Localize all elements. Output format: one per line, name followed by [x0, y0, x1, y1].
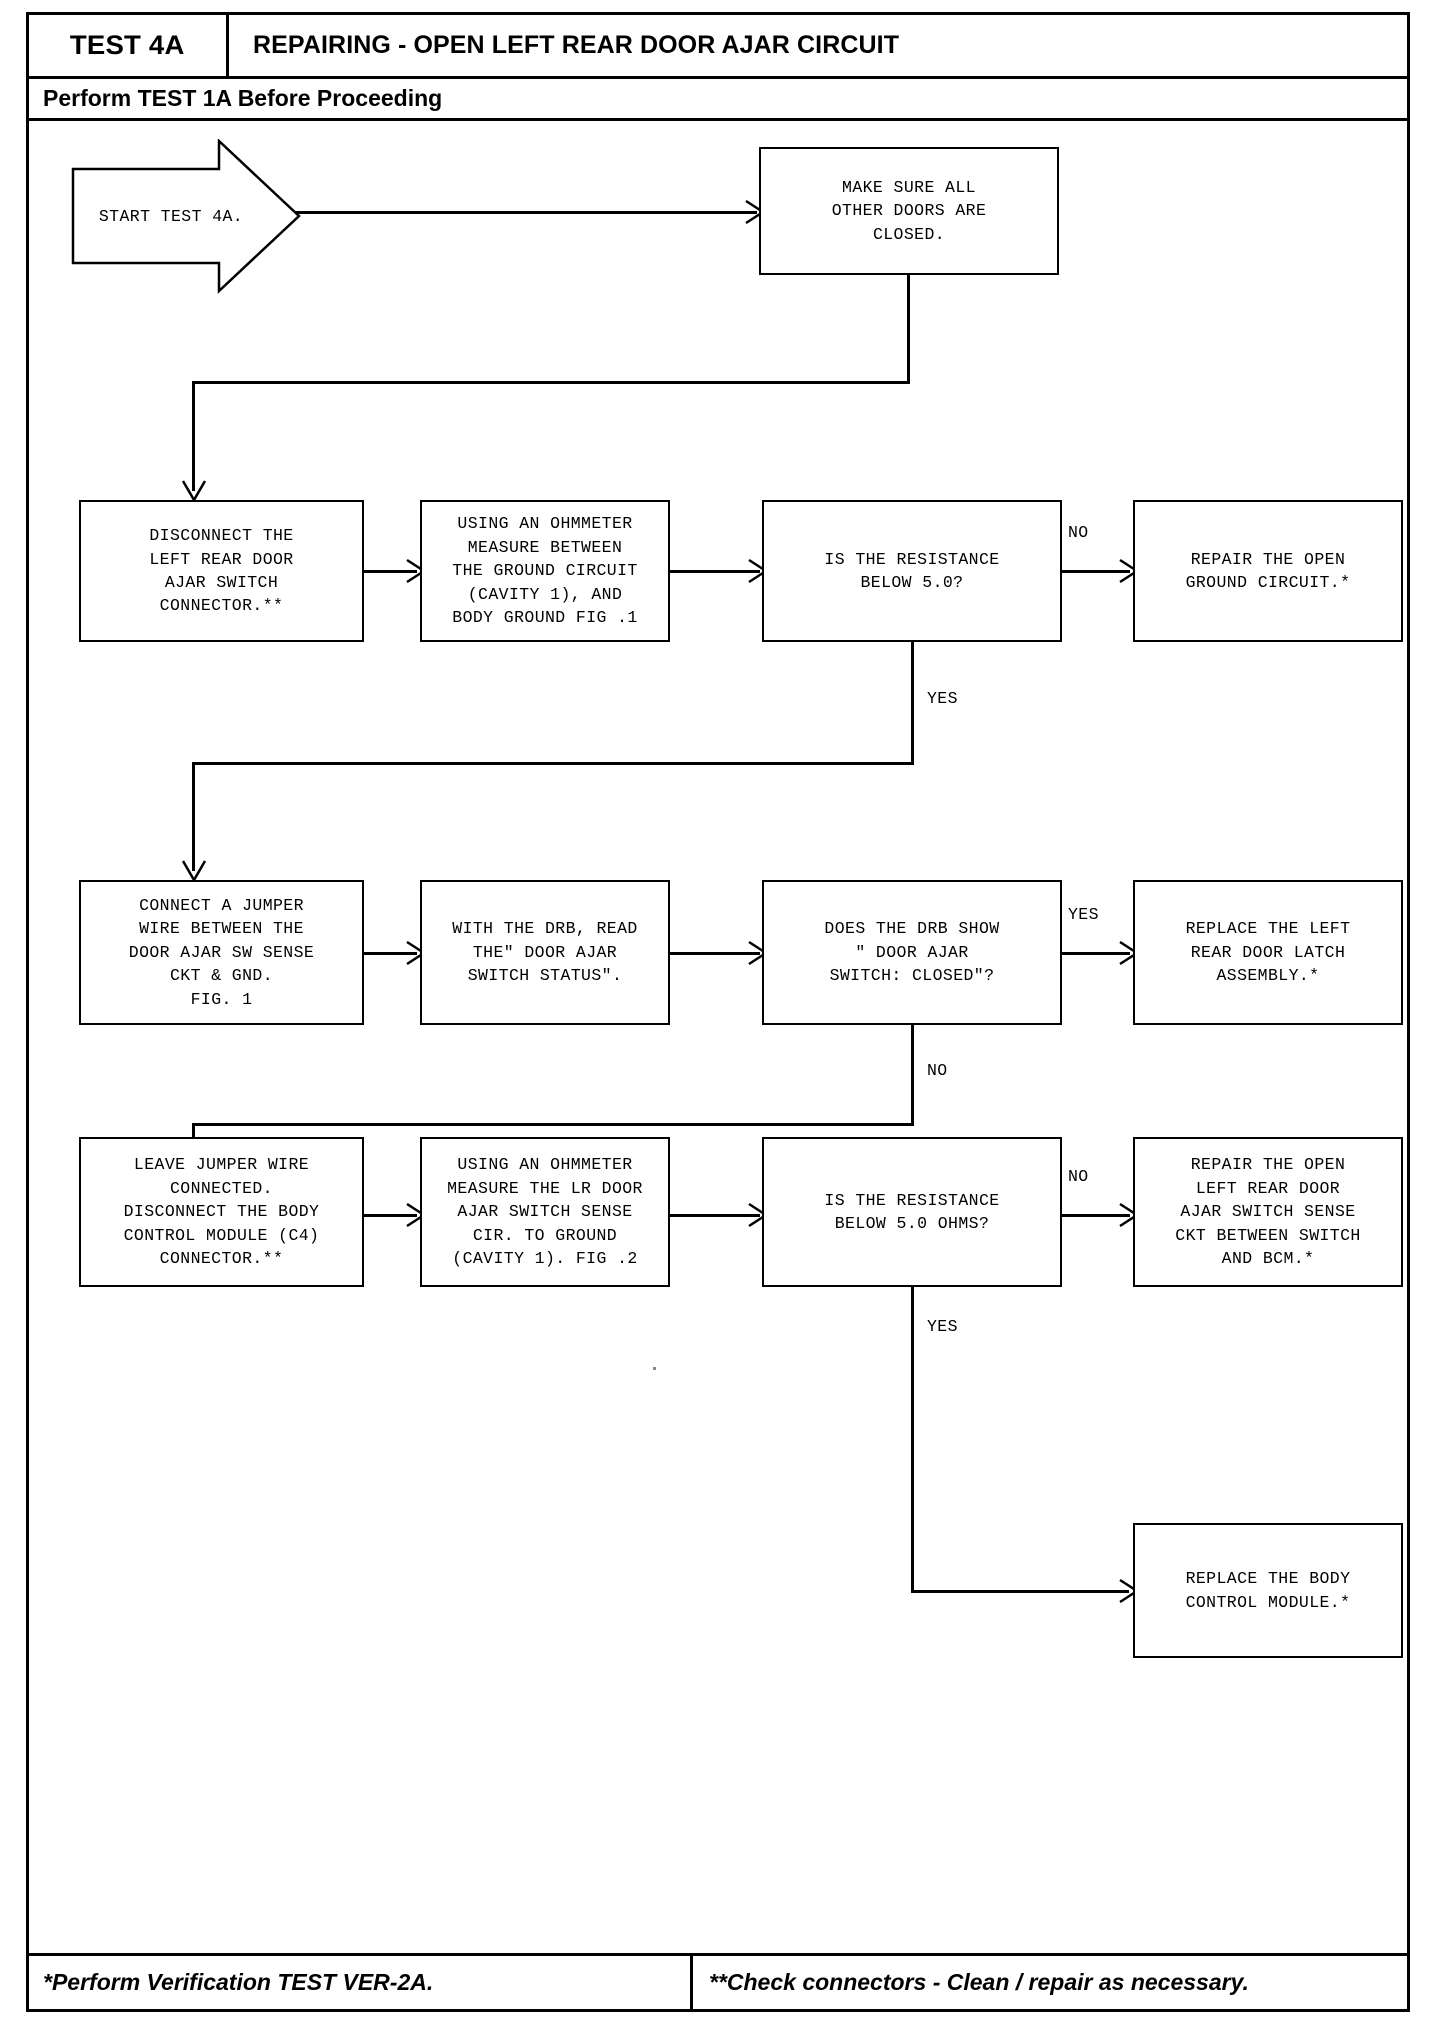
- scan-artifact: [653, 1367, 656, 1370]
- connector-r4-yes-down: [911, 1287, 914, 1592]
- connector-doors-left: [192, 381, 910, 384]
- footer-connector-note: **Check connectors - Clean / repair as n…: [709, 1969, 1249, 1995]
- connector-r2-b2-b3: [670, 570, 760, 573]
- footer-band: *Perform Verification TEST VER-2A. **Che…: [29, 1953, 1407, 2009]
- connector-r2-b1-b2: [364, 570, 417, 573]
- connector-r4-no: [1062, 1214, 1130, 1217]
- node-resistance-below-5: IS THE RESISTANCE BELOW 5.0?: [762, 500, 1062, 642]
- connector-r4-b1-b2: [364, 1214, 417, 1217]
- node-leave-jumper-disconnect-bcm: LEAVE JUMPER WIRE CONNECTED. DISCONNECT …: [79, 1137, 364, 1287]
- connector-r3-yes: [1062, 952, 1130, 955]
- node-make-sure-doors-closed: MAKE SURE ALL OTHER DOORS ARE CLOSED.: [759, 147, 1059, 275]
- connector-start-to-doors: [257, 211, 757, 214]
- flowchart-canvas: START TEST 4A. MAKE SURE ALL OTHER DOORS…: [29, 121, 1407, 1959]
- page-title: REPAIRING - OPEN LEFT REAR DOOR AJAR CIR…: [253, 31, 900, 59]
- node-read-drb-switch-status: WITH THE DRB, READ THE" DOOR AJAR SWITCH…: [420, 880, 670, 1025]
- connector-r2-yes-down: [911, 642, 914, 764]
- connector-r2-no: [1062, 570, 1130, 573]
- connector-r3-no-left: [192, 1123, 914, 1126]
- footer-left-cell: *Perform Verification TEST VER-2A.: [29, 1956, 693, 2009]
- node-measure-lr-sense-to-ground: USING AN OHMMETER MEASURE THE LR DOOR AJ…: [420, 1137, 670, 1287]
- node-disconnect-switch-connector: DISCONNECT THE LEFT REAR DOOR AJAR SWITC…: [79, 500, 364, 642]
- header-title-cell: REPAIRING - OPEN LEFT REAR DOOR AJAR CIR…: [229, 15, 1407, 76]
- branch-label-row2-yes: YES: [927, 689, 958, 708]
- footer-right-cell: **Check connectors - Clean / repair as n…: [693, 1956, 1407, 2009]
- node-replace-bcm: REPLACE THE BODY CONTROL MODULE.*: [1133, 1523, 1403, 1658]
- connector-r3-b1-b2: [364, 952, 417, 955]
- connector-r4-yes-right: [911, 1590, 1129, 1593]
- connector-doors-down2: [192, 381, 195, 491]
- branch-label-row2-no: NO: [1068, 523, 1089, 542]
- connector-doors-down: [907, 275, 910, 383]
- footer-verification-note: *Perform Verification TEST VER-2A.: [43, 1969, 434, 1995]
- subheader-label: Perform TEST 1A Before Proceeding: [43, 85, 443, 111]
- test-id-label: TEST 4A: [70, 30, 185, 60]
- connector-r3-no-down: [911, 1025, 914, 1125]
- node-repair-open-sense-ckt: REPAIR THE OPEN LEFT REAR DOOR AJAR SWIT…: [1133, 1137, 1403, 1287]
- test-id-cell: TEST 4A: [29, 15, 229, 76]
- node-drb-shows-closed: DOES THE DRB SHOW " DOOR AJAR SWITCH: CL…: [762, 880, 1062, 1025]
- start-node: START TEST 4A.: [71, 139, 301, 294]
- branch-label-row4-yes: YES: [927, 1317, 958, 1336]
- node-measure-ground-circuit: USING AN OHMMETER MEASURE BETWEEN THE GR…: [420, 500, 670, 642]
- start-node-label: START TEST 4A.: [98, 207, 244, 226]
- connector-r2-yes-down2: [192, 762, 195, 871]
- node-replace-door-latch: REPLACE THE LEFT REAR DOOR LATCH ASSEMBL…: [1133, 880, 1403, 1025]
- connector-r2-yes-left: [192, 762, 914, 765]
- node-resistance-below-5-ohms: IS THE RESISTANCE BELOW 5.0 OHMS?: [762, 1137, 1062, 1287]
- node-repair-open-ground: REPAIR THE OPEN GROUND CIRCUIT.*: [1133, 500, 1403, 642]
- branch-label-row3-yes: YES: [1068, 905, 1099, 924]
- branch-label-row4-no: NO: [1068, 1167, 1089, 1186]
- connector-r3-b2-b3: [670, 952, 760, 955]
- page-frame: TEST 4A REPAIRING - OPEN LEFT REAR DOOR …: [26, 12, 1410, 2012]
- branch-label-row3-no: NO: [927, 1061, 948, 1080]
- header-band: TEST 4A REPAIRING - OPEN LEFT REAR DOOR …: [29, 15, 1407, 79]
- node-connect-jumper-wire: CONNECT A JUMPER WIRE BETWEEN THE DOOR A…: [79, 880, 364, 1025]
- connector-r4-b2-b3: [670, 1214, 760, 1217]
- subheader-band: Perform TEST 1A Before Proceeding: [29, 79, 1407, 121]
